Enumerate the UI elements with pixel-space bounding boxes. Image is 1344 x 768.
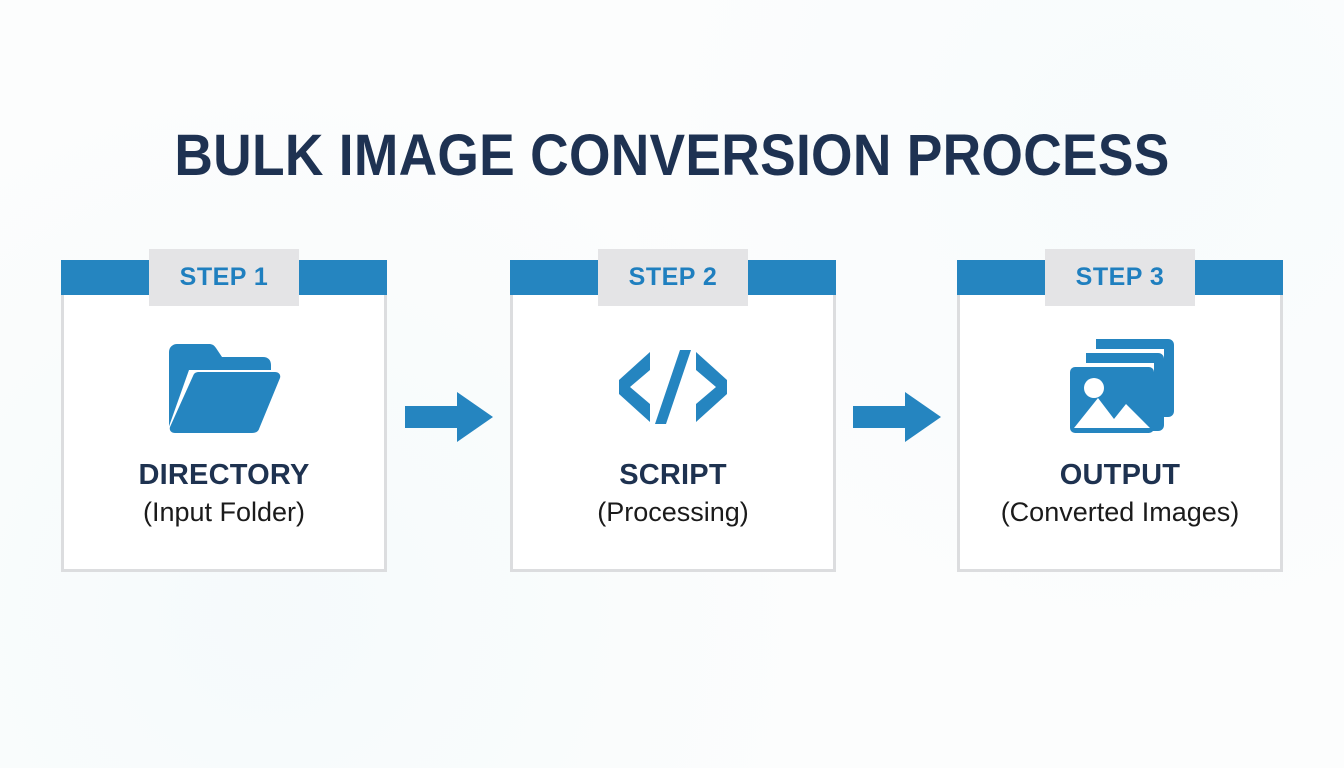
step-card-2-icon-area	[510, 322, 836, 452]
step-card-1-subtitle: (Input Folder)	[142, 497, 306, 527]
stacked-images-icon	[1070, 339, 1174, 433]
step-card-2-subtitle: (Processing)	[597, 497, 749, 527]
arrow-step2-to-step3	[853, 392, 941, 442]
step-card-3-icon-area	[957, 322, 1283, 452]
step-card-1-icon-area	[61, 322, 387, 452]
right-arrow-icon	[405, 392, 493, 442]
step-badge-1-label: STEP 1	[179, 263, 269, 291]
step-card-1[interactable]: STEP 1 DIRECTORY (Input Folder)	[61, 249, 387, 572]
step-card-3-title: OUTPUT	[1059, 459, 1181, 491]
step-card-2-title: SCRIPT	[619, 459, 727, 491]
step-card-3-subtitle: (Converted Images)	[1000, 497, 1240, 527]
code-brackets-icon	[619, 350, 727, 424]
step-badge-3-label: STEP 3	[1075, 263, 1165, 291]
step-card-3[interactable]: STEP 3 OUTPUT (Converted Images)	[957, 249, 1283, 572]
step-badge-1: STEP 1	[149, 249, 299, 306]
page-title: BULK IMAGE CONVERSION PROCESS	[174, 123, 1170, 188]
step-card-2[interactable]: STEP 2 SCRIPT (Processing)	[510, 249, 836, 572]
step-badge-2: STEP 2	[598, 249, 748, 306]
step-card-2-body	[510, 282, 836, 572]
arrow-step1-to-step2	[405, 392, 493, 442]
step-badge-3: STEP 3	[1045, 249, 1195, 306]
step-card-1-title: DIRECTORY	[138, 459, 310, 491]
right-arrow-icon	[853, 392, 941, 442]
step-badge-2-label: STEP 2	[628, 263, 718, 291]
open-folder-icon	[167, 344, 281, 433]
